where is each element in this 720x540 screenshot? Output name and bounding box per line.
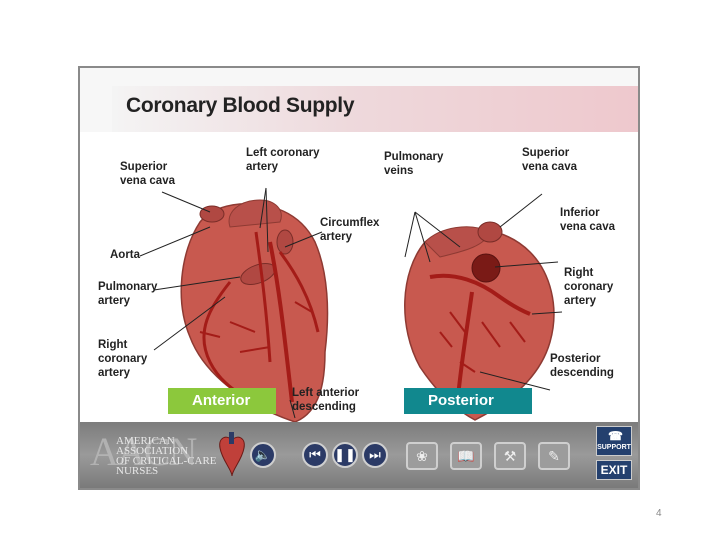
skip-forward-icon: ⏭: [369, 447, 381, 462]
brain-icon: ❀: [416, 448, 428, 464]
anterior-small-branches: [199, 301, 313, 353]
slide-title: Coronary Blood Supply: [126, 94, 355, 117]
heart-illustration: [139, 187, 563, 422]
label-circumflex-artery: Circumflex artery: [320, 217, 380, 243]
posterior-descending-artery: [456, 291, 474, 398]
speaker-icon: 🔈: [254, 447, 272, 462]
illustration-area: Superior vena cava Left coronary artery …: [80, 132, 638, 422]
navigation-toolbar: AACN AMERICAN ASSOCIATION of CRITICAL-CA…: [80, 422, 638, 488]
page-number: 4: [656, 508, 662, 519]
label-inferior-vena-cava: Inferior vena cava: [560, 207, 615, 233]
exit-button[interactable]: EXIT: [596, 460, 632, 480]
circumflex-branch: [278, 251, 320, 333]
label-aorta: Aorta: [110, 249, 141, 261]
posterior-heart: [404, 221, 555, 421]
anterior-vena-cava: [276, 229, 294, 255]
lad-artery: [268, 241, 294, 403]
aacn-logo: AACN: [90, 429, 197, 474]
label-pulmonary-veins: Pulmonary veins: [384, 151, 444, 177]
title-band: Coronary Blood Supply: [112, 86, 638, 132]
label-superior-vena-cava-anterior: Superior vena cava: [120, 161, 175, 187]
slide-frame: Coronary Blood Supply: [78, 66, 640, 490]
posterior-inferior-vena-cava: [471, 253, 501, 283]
support-label: SUPPORT: [597, 444, 631, 451]
label-left-coronary-artery: Left coronary artery: [246, 147, 320, 173]
heart-logo-icon: [219, 432, 245, 477]
notes-button[interactable]: ✎: [538, 442, 570, 470]
posterior-small-branches: [439, 311, 526, 373]
phone-icon: ☎: [608, 429, 623, 443]
pause-icon: ❚❚: [334, 447, 356, 462]
pause-button[interactable]: ❚❚: [332, 442, 358, 468]
label-right-coronary-artery-anterior: Right coronary artery: [98, 339, 148, 379]
tools-button[interactable]: ⚒: [494, 442, 526, 470]
audio-button[interactable]: 🔈: [250, 442, 276, 468]
skip-back-icon: ⏮: [309, 447, 321, 462]
label-pulmonary-artery: Pulmonary artery: [98, 281, 158, 307]
anterior-heart: [180, 199, 329, 422]
aacn-logo-text: AMERICAN ASSOCIATION of CRITICAL-CARE NU…: [116, 435, 217, 477]
tools-icon: ⚒: [503, 448, 517, 464]
anterior-atrium: [228, 199, 282, 228]
previous-button[interactable]: ⏮: [302, 442, 328, 468]
book-button[interactable]: 📖: [450, 442, 482, 470]
label-posterior-descending: Posterior descending: [550, 353, 614, 379]
brain-button[interactable]: ❀: [406, 442, 438, 470]
label-left-anterior-descending: Left anterior descending: [292, 387, 360, 413]
label-right-coronary-artery-posterior: Right coronary artery: [564, 267, 614, 307]
posterior-view-tag: Posterior: [404, 388, 532, 414]
book-icon: 📖: [457, 448, 475, 464]
leader-lines: [139, 187, 563, 419]
notes-icon: ✎: [548, 448, 560, 464]
support-button[interactable]: ☎ SUPPORT: [596, 426, 632, 456]
posterior-superior-vena-cava: [477, 221, 503, 243]
next-button[interactable]: ⏭: [362, 442, 388, 468]
posterior-right-coronary: [429, 273, 531, 316]
label-superior-vena-cava-posterior: Superior vena cava: [522, 147, 577, 173]
left-coronary-branch: [254, 231, 272, 363]
anterior-view-tag: Anterior: [168, 388, 276, 414]
anterior-aorta: [199, 205, 225, 223]
